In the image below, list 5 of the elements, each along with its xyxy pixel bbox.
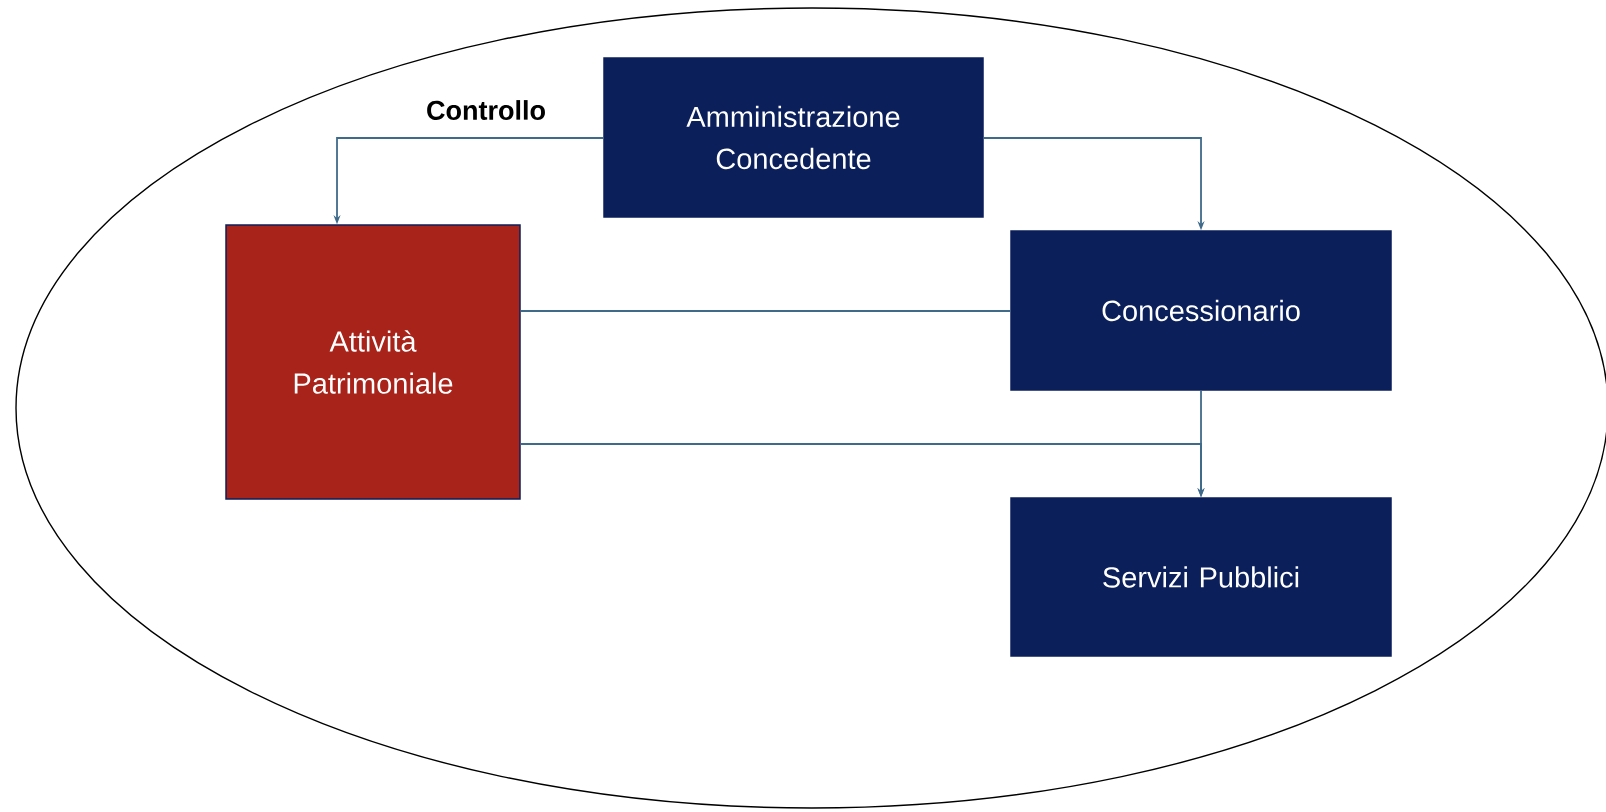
process-box: Attività Patrimoniale	[225, 224, 521, 500]
process-box: Servizi Pubblici	[1010, 497, 1392, 657]
edge-label: Controllo	[424, 98, 548, 122]
process-box: Concessionario	[1010, 230, 1392, 391]
process-box: Amministrazione Concedente	[603, 57, 984, 218]
